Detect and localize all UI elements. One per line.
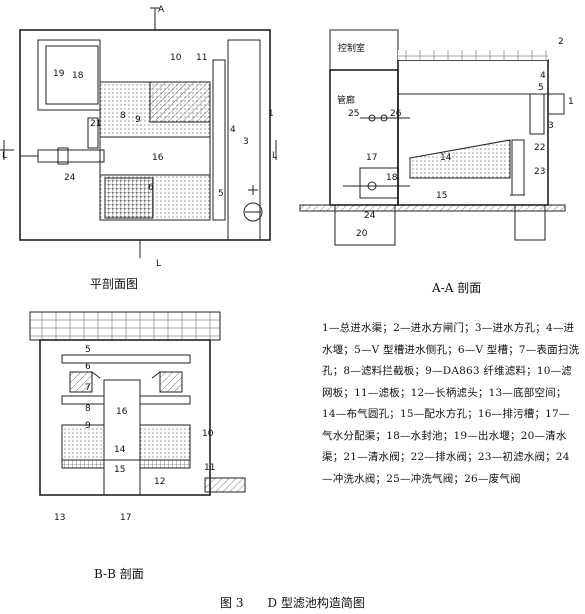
aa-section-view: 控制室 管廊 2 4 5 1 3 22 23 14 15 17 18 24 20… (299, 29, 574, 295)
bb-label-15: 15 (114, 465, 125, 475)
aa-label-26: 26 (390, 109, 402, 119)
aa-label-23: 23 (534, 167, 545, 177)
plan-label-8: 8 (120, 111, 126, 121)
plan-label-10: 10 (170, 53, 182, 63)
aa-label-20: 20 (356, 229, 368, 239)
plan-section-a-label: A (158, 5, 165, 15)
plan-label-19: 19 (53, 69, 65, 79)
aa-label-22: 22 (534, 143, 545, 153)
legend-text: 1—总进水渠；2—进水方闸门；3—进水方孔；4—进水堰；5—V 型槽进水侧孔；6… (322, 322, 580, 485)
bb-title: B-B 剖面 (94, 567, 144, 581)
aa-label-17: 17 (366, 153, 377, 163)
bb-label-13: 13 (54, 513, 65, 523)
bb-label-8: 8 (85, 404, 91, 414)
plan-label-5: 5 (218, 189, 224, 199)
plan-label-1: 1 (268, 109, 274, 119)
plan-label-9: 9 (135, 115, 141, 125)
aa-title: A-A 剖面 (431, 281, 481, 295)
aa-label-24: 24 (364, 211, 376, 221)
aa-label-pipe-gallery: 管廊 (337, 94, 355, 106)
plan-label-3: 3 (243, 137, 249, 147)
plan-label-24: 24 (64, 173, 76, 183)
plan-section-l-left: L (2, 151, 7, 161)
bb-label-16: 16 (116, 407, 128, 417)
plan-view: A L L L 18 19 10 11 8 9 16 6 21 24 4 3 1… (0, 5, 277, 291)
plan-section-l-right: L (272, 151, 277, 161)
aa-label-15: 15 (436, 191, 447, 201)
plan-label-16: 16 (152, 153, 164, 163)
aa-label-4: 4 (540, 71, 546, 81)
plan-label-11: 11 (196, 53, 207, 63)
bb-section-view: 5 6 7 8 9 16 14 15 10 11 12 13 17 B-B 剖面 (29, 311, 246, 581)
bb-label-12: 12 (154, 477, 165, 487)
aa-label-14: 14 (440, 153, 452, 163)
bb-label-9: 9 (85, 421, 91, 431)
figure-caption: 图 3 D 型滤池构造简图 (220, 596, 365, 610)
aa-label-5: 5 (538, 83, 544, 93)
aa-label-25: 25 (348, 109, 359, 119)
aa-label-1: 1 (568, 97, 574, 107)
aa-label-control-room: 控制室 (338, 42, 365, 54)
bb-label-6: 6 (85, 362, 91, 372)
bb-label-5: 5 (85, 345, 91, 355)
plan-section-l-bottom: L (156, 259, 161, 269)
aa-label-2: 2 (558, 37, 564, 47)
bb-label-14: 14 (114, 445, 126, 455)
bb-label-7: 7 (85, 383, 91, 393)
plan-label-4: 4 (230, 125, 236, 135)
bb-label-11: 11 (204, 463, 215, 473)
plan-title: 平剖面图 (90, 277, 138, 291)
plan-label-6: 6 (148, 183, 154, 193)
aa-label-18: 18 (386, 173, 398, 183)
plan-label-21: 21 (90, 119, 101, 129)
bb-label-10: 10 (202, 429, 214, 439)
aa-label-3: 3 (548, 121, 554, 131)
bb-label-17: 17 (120, 513, 131, 523)
plan-label-18: 18 (72, 71, 84, 81)
